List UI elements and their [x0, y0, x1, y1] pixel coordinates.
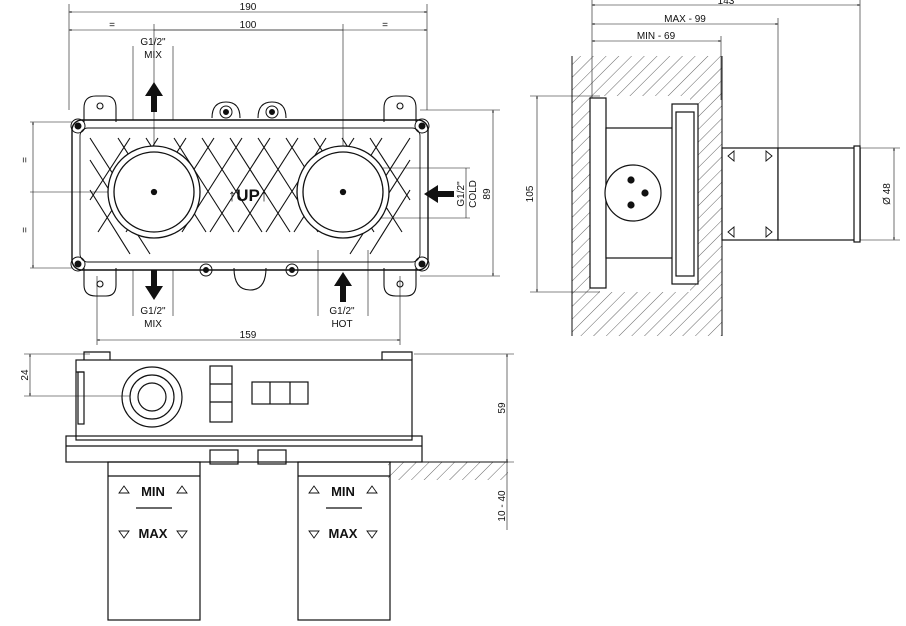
dim-89: 89 — [482, 188, 493, 200]
top-dimensions — [24, 353, 514, 530]
pipe-sleeve-left — [107, 461, 201, 621]
mix-top-label: MIX — [144, 50, 162, 61]
floor-section — [388, 461, 508, 480]
cartridge-port-left — [107, 145, 201, 239]
dim-159: 159 — [240, 330, 257, 341]
hot-label: HOT — [331, 319, 352, 330]
screw-icons — [70, 105, 430, 277]
mix-top-thread: G1/2" — [140, 37, 166, 48]
mix-bottom-thread: G1/2" — [140, 306, 166, 317]
dim-59: 59 — [497, 402, 508, 414]
max-label-right: MAX — [329, 526, 358, 541]
top-body — [65, 351, 423, 465]
mix-bottom-label: MIX — [144, 319, 162, 330]
front-dimensions — [30, 4, 500, 345]
dim-105: 105 — [525, 185, 536, 202]
top-labels: 24 59 10 - 40 MIN MAX MIN MAX — [20, 369, 508, 541]
front-view — [30, 4, 500, 345]
dim-10-40: 10 - 40 — [497, 490, 508, 522]
up-marking: ↑UP↑ — [228, 186, 269, 205]
eq-bottom: = — [20, 227, 31, 233]
dim-143: 143 — [718, 0, 735, 7]
eq-left: = — [109, 20, 115, 31]
side-view — [530, 0, 900, 336]
dim-100: 100 — [240, 20, 257, 31]
eq-right: = — [382, 20, 388, 31]
dim-diameter-48: Ø 48 — [882, 183, 893, 205]
side-labels: 143 MAX - 99 MIN - 69 105 Ø 48 — [525, 0, 893, 205]
min-label-left: MIN — [141, 484, 165, 499]
min-label-right: MIN — [331, 484, 355, 499]
side-arrows — [727, 150, 773, 238]
cartridge-port-right — [296, 145, 390, 239]
side-body — [589, 97, 861, 289]
cold-thread: G1/2" — [456, 181, 467, 207]
pipe-sleeve-right — [297, 461, 391, 621]
hot-thread: G1/2" — [329, 306, 355, 317]
sleeve-arrows — [118, 485, 378, 539]
eq-top: = — [20, 157, 31, 163]
dim-190: 190 — [240, 2, 257, 13]
cold-label: COLD — [468, 180, 479, 208]
dim-min-69: MIN - 69 — [637, 31, 676, 42]
front-labels: 190 100 = = G1/2" MIX G1/2" MIX G1/2" HO… — [20, 2, 493, 341]
top-view — [24, 351, 514, 621]
flow-arrows — [145, 82, 454, 302]
max-label-left: MAX — [139, 526, 168, 541]
dim-24: 24 — [20, 369, 31, 381]
dim-max-99: MAX - 99 — [664, 14, 706, 25]
mounting-lugs — [83, 95, 417, 297]
